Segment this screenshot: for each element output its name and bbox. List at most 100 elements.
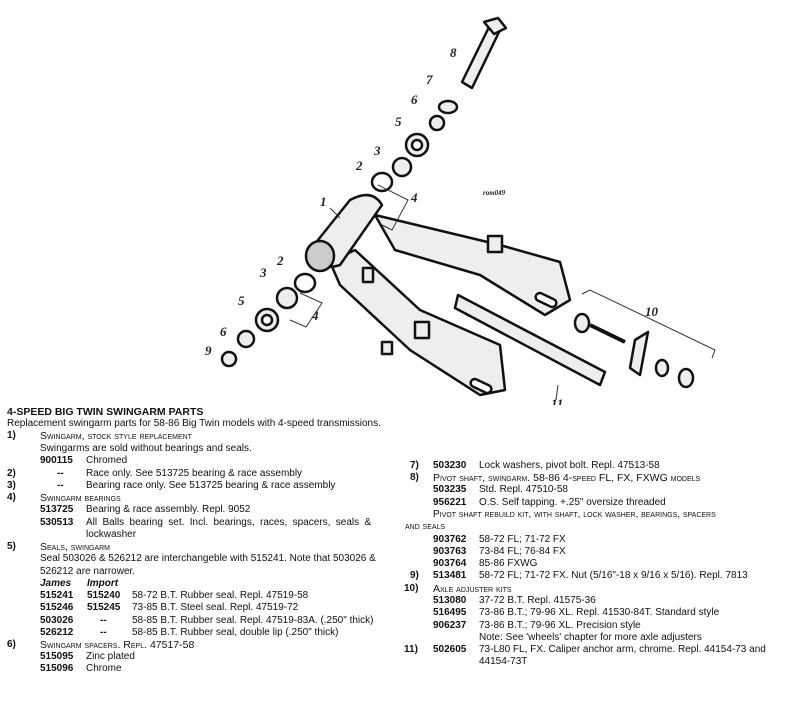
part-number: --: [57, 468, 64, 479]
callout-3: 3: [259, 265, 267, 280]
import-part: --: [100, 615, 107, 626]
part-description: Chromed: [86, 455, 128, 466]
part-description: O.S. Self tapping. +.25" oversize thread…: [479, 497, 666, 508]
item-number: 7): [410, 460, 419, 471]
column-header-import: Import: [87, 578, 119, 589]
caliper-anchor-arm: [453, 293, 607, 387]
callout-7: 7: [426, 72, 433, 87]
callout-1: 1: [320, 194, 327, 209]
part-description: Bearing & race assembly. Repl. 9052: [86, 504, 251, 515]
callout-4: 4: [311, 308, 319, 323]
import-part: --: [100, 627, 107, 638]
kit-heading: and seals: [405, 521, 446, 532]
callout-3: 3: [373, 143, 381, 158]
section-title: 4-SPEED BIG TWIN SWINGARM PARTS: [7, 406, 204, 418]
part-description: 73-84 FL; 76-84 FX: [479, 546, 566, 557]
item-number: 4): [7, 492, 16, 503]
james-part: 503026: [40, 615, 74, 626]
part-description: Bearing race only. See 513725 bearing & …: [86, 480, 336, 491]
part-number: 956221: [433, 497, 467, 508]
item-number: 11): [404, 644, 418, 655]
part-description: Race only. See 513725 bearing & race ass…: [86, 468, 303, 479]
part-description: 44154-73T: [479, 656, 528, 667]
item-heading: Pivot shaft, swingarm. 58-86 4-speed FL,…: [433, 472, 701, 484]
item-note: 526212 are narrower.: [40, 566, 136, 577]
part-number: --: [57, 480, 64, 491]
part-number: 515096: [40, 663, 74, 674]
spacer-6-upper: [428, 114, 446, 132]
part-description: Zinc plated: [86, 651, 135, 662]
callout-8: 8: [450, 45, 457, 60]
part-number: 502605: [433, 644, 467, 655]
item-heading: Swingarm, stock style replacement: [40, 430, 192, 442]
part-description: Std. Repl. 47510-58: [479, 484, 568, 495]
part-description: 73-86 B.T.; 79-96 XL. Repl. 41530-84T. S…: [479, 607, 720, 618]
item-number: 8): [410, 472, 419, 483]
item-note: Seal 503026 & 526212 are interchangeble …: [40, 553, 376, 564]
item-number: 9): [410, 570, 419, 581]
part-description: 73-85 B.T. Steel seal. Repl. 47519-72: [132, 602, 299, 613]
intro-text: Replacement swingarm parts for 58-86 Big…: [7, 418, 381, 429]
callout-5: 5: [238, 293, 245, 308]
part-number: 906237: [433, 620, 467, 631]
part-number: 903764: [433, 558, 467, 569]
lock-washer-7: [437, 99, 459, 115]
nut-9: [220, 350, 238, 368]
part-number: 900115: [40, 455, 73, 466]
part-description: All Balls bearing set. Incl. bearings, r…: [86, 517, 372, 528]
part-description: 58-72 FL; 71-72 FX: [479, 534, 566, 545]
part-number: 515095: [40, 651, 74, 662]
spacer-6-lower: [236, 329, 256, 349]
james-part: 526212: [40, 627, 74, 638]
part-description: 73-86 B.T.; 79-96 XL. Precision style: [479, 620, 641, 631]
part-number: 503235: [433, 484, 467, 495]
race-2-upper: [370, 171, 394, 193]
item-heading: Swingarm spacers. Repl. 47517-58: [40, 639, 195, 651]
item-heading: Axle adjuster kits: [433, 583, 512, 595]
item-heading: Swingarm bearings: [40, 492, 121, 504]
callout-2: 2: [355, 158, 363, 173]
part-description: 58-72 B.T. Rubber seal. Repl. 47519-58: [132, 590, 309, 601]
part-description: lockwasher: [86, 529, 137, 540]
part-number: 530513: [40, 517, 74, 528]
part-number: 513080: [433, 595, 467, 606]
bearing-3-lower: [275, 286, 299, 310]
item-number: 1): [7, 430, 16, 441]
part-description: 37-72 B.T. Repl. 41575-36: [479, 595, 596, 606]
callout-11: 11: [551, 396, 563, 405]
callout-6: 6: [220, 324, 227, 339]
callout-2: 2: [276, 253, 284, 268]
item-number: 2): [7, 468, 16, 479]
callout-5: 5: [395, 114, 402, 129]
item-note: Note: See 'wheels' chapter for more axle…: [479, 632, 702, 643]
bearing-3-upper: [391, 156, 413, 178]
part-description: 58-85 B.T. Rubber seal. Repl. 47519-83A.…: [132, 615, 374, 626]
diagram-code: rom049: [483, 189, 506, 197]
item-number: 10): [404, 583, 419, 594]
part-description: Lock washers, pivot bolt. Repl. 47513-58: [479, 460, 660, 471]
part-description: 85-86 FXWG: [479, 558, 538, 569]
column-header-james: James: [40, 578, 72, 589]
item-number: 5): [7, 541, 16, 552]
part-number: 503230: [433, 460, 467, 471]
import-part: 515240: [87, 590, 121, 601]
part-number: 513725: [40, 504, 74, 515]
swingarm-upper-leg: [373, 213, 572, 317]
callout-6: 6: [411, 92, 418, 107]
axle-adjuster-eye: [573, 312, 591, 334]
item-number: 3): [7, 480, 16, 491]
part-number: 903763: [433, 546, 467, 557]
item-note: Swingarms are sold without bearings and …: [40, 443, 252, 454]
item-number: 6): [7, 639, 16, 650]
item-heading: Seals, swingarm: [40, 541, 111, 553]
part-number: 516495: [433, 607, 467, 618]
axle-adjuster-plate: [628, 330, 650, 377]
callout-10: 10: [645, 304, 659, 319]
callout-4: 4: [410, 190, 418, 205]
callout-9: 9: [205, 343, 212, 358]
part-description: 58-85 B.T. Rubber seal, double lip (.250…: [132, 627, 339, 638]
kit-heading: Pivot shaft rebuild kit, with shaft, loc…: [433, 509, 716, 520]
part-description: Chrome: [86, 663, 122, 674]
import-part: 515245: [87, 602, 121, 613]
part-number: 903762: [433, 534, 467, 545]
